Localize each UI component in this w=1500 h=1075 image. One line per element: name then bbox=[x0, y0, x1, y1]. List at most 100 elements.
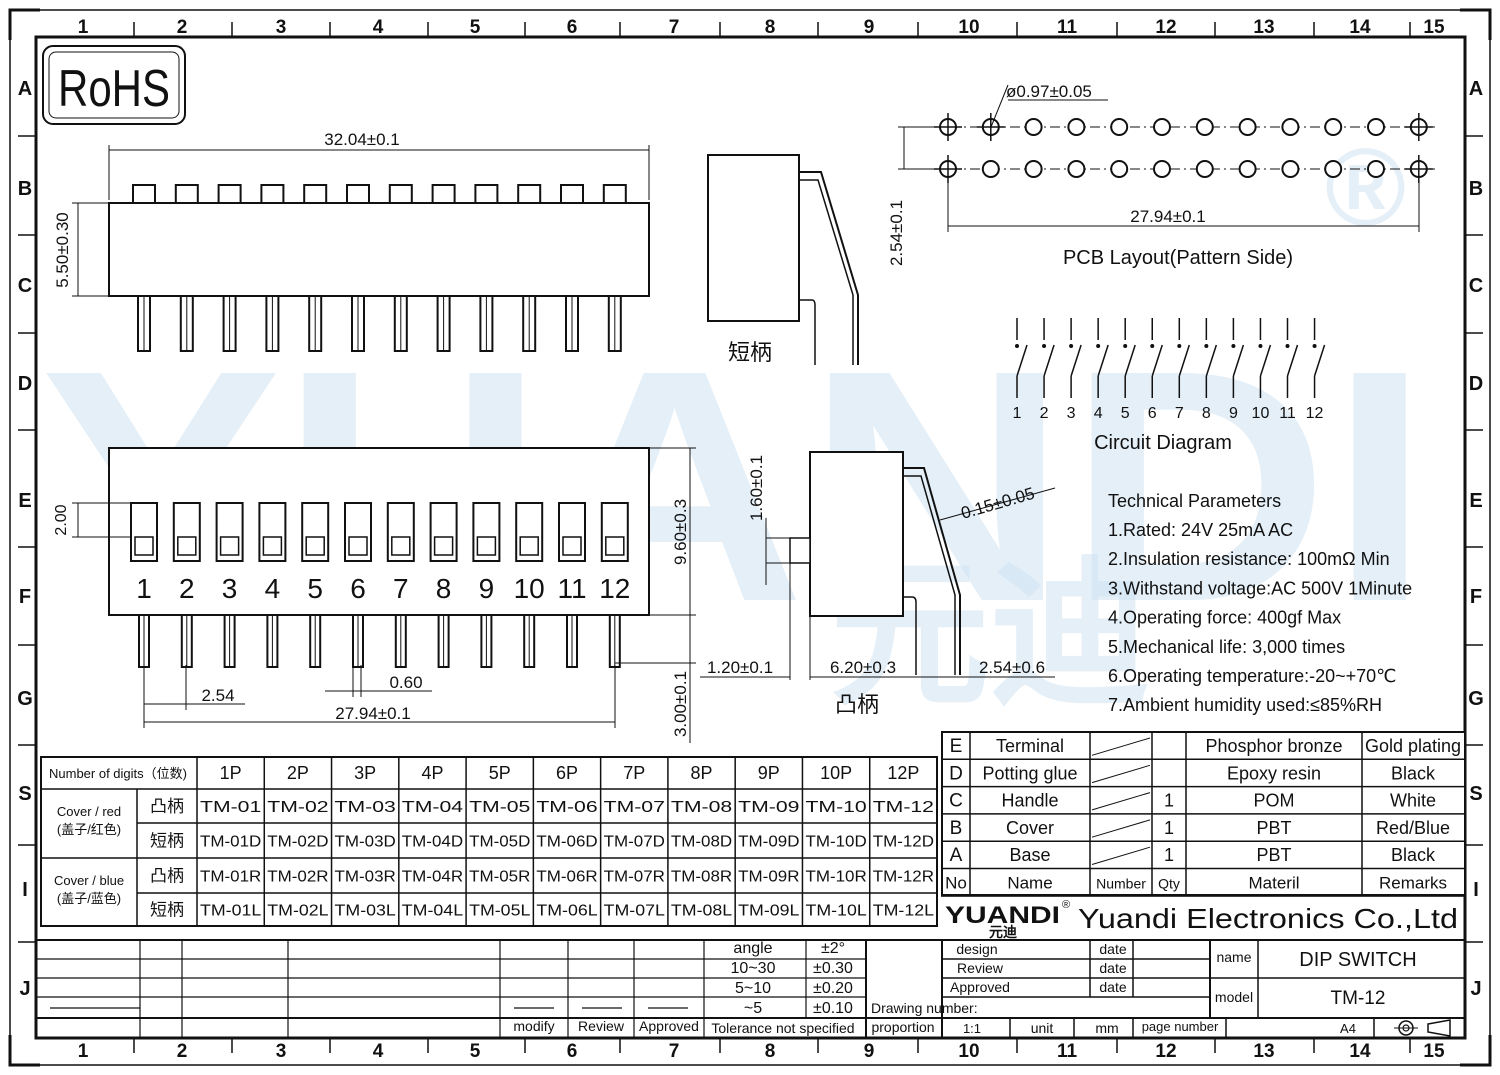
model-cell: TM-03L bbox=[335, 903, 396, 920]
title-design: design bbox=[956, 941, 997, 957]
top-pins bbox=[137, 295, 622, 352]
column-label: 7 bbox=[669, 1041, 680, 1062]
pcb-hole bbox=[1110, 160, 1129, 178]
bom-name: Handle bbox=[1001, 791, 1058, 811]
circuit-label: 12 bbox=[1306, 405, 1324, 422]
circuit-label: 11 bbox=[1279, 405, 1296, 422]
model-cell: TM-06L bbox=[536, 903, 597, 920]
front-position-number: 10 bbox=[514, 573, 545, 604]
bom-header: Number bbox=[1096, 876, 1146, 892]
circuit-contact bbox=[1069, 344, 1074, 348]
circuit-contact bbox=[1204, 344, 1209, 348]
top-actuator bbox=[132, 184, 156, 204]
front-slider-knob bbox=[391, 536, 411, 556]
outer-frame bbox=[9, 9, 1491, 1066]
bom-material: PBT bbox=[1256, 845, 1291, 865]
model-group-sub: (盖子/蓝色) bbox=[57, 891, 121, 906]
model-cell: TM-03D bbox=[335, 834, 396, 851]
title-drawing-number: Drawing number: bbox=[871, 1000, 978, 1016]
front-position-number: 4 bbox=[265, 573, 281, 604]
row-label: E bbox=[18, 490, 31, 512]
tolerance-value: ±0.10 bbox=[813, 1000, 853, 1017]
top-actuator bbox=[602, 184, 627, 204]
column-label: 1 bbox=[78, 1041, 89, 1062]
company-logo-cn: 元迪 bbox=[989, 924, 1017, 940]
pcb-hole bbox=[1153, 118, 1171, 136]
circuit-contact bbox=[1312, 344, 1317, 348]
model-table-col: 6P bbox=[556, 763, 578, 783]
model-row-type: 短柄 bbox=[150, 832, 184, 851]
pcb-hole bbox=[1367, 118, 1385, 136]
tolerance-caption: Tolerance not specified bbox=[711, 1020, 854, 1036]
column-label: 12 bbox=[1155, 1041, 1176, 1062]
row-label: S bbox=[1469, 783, 1482, 805]
corner-marks bbox=[8, 8, 1492, 1067]
model-cell: TM-01R bbox=[200, 869, 261, 886]
circuit-label: 6 bbox=[1148, 405, 1157, 422]
side-view-raised: 1.60±0.1 0.15±0.05 1.20±0.1 6.20±0.3 2.5… bbox=[700, 451, 1056, 717]
bom-number-slash bbox=[1091, 819, 1151, 838]
pcb-hole bbox=[1110, 118, 1129, 136]
bom-material: POM bbox=[1253, 791, 1294, 811]
title-paper: A4 bbox=[1340, 1021, 1356, 1036]
model-row-type: 凸柄 bbox=[150, 797, 184, 816]
circuit-label: 5 bbox=[1121, 405, 1130, 422]
bom-remarks: Black bbox=[1391, 845, 1436, 865]
top-height-dim: 5.50±0.30 bbox=[53, 212, 72, 288]
title-approved: Approved bbox=[950, 979, 1010, 995]
tolerance-block: angle±2°10~30±0.305~10±0.20~5±0.10Tolera… bbox=[36, 939, 942, 1038]
circuit-contact bbox=[1096, 344, 1101, 348]
circuit-switch-blade bbox=[1097, 344, 1109, 377]
pcb-hole bbox=[1067, 160, 1086, 178]
model-cell: TM-04L bbox=[402, 903, 463, 920]
circuit-switch-blade bbox=[1016, 344, 1028, 377]
front-position-number: 1 bbox=[136, 573, 152, 604]
column-label: 6 bbox=[567, 1041, 578, 1062]
title-model-label: model bbox=[1215, 989, 1253, 1005]
model-cell: TM-05 bbox=[469, 799, 530, 816]
circuit-switch-blade bbox=[1124, 344, 1136, 377]
bom-number-slash bbox=[1091, 792, 1151, 811]
model-cell: TM-12L bbox=[873, 903, 934, 920]
model-cell: TM-10 bbox=[805, 799, 866, 816]
raised-pin-dim: 2.54±0.6 bbox=[979, 658, 1045, 677]
model-table-col: 10P bbox=[820, 763, 852, 783]
tolerance-modify: modify bbox=[513, 1018, 554, 1034]
model-table-col: 4P bbox=[421, 763, 443, 783]
model-cell: TM-06R bbox=[536, 869, 597, 886]
row-label: B bbox=[18, 178, 32, 200]
column-label: 2 bbox=[177, 17, 188, 38]
title-date: date bbox=[1099, 941, 1126, 957]
model-cell: TM-07L bbox=[604, 903, 665, 920]
bom-remarks: White bbox=[1390, 791, 1436, 811]
model-cell: TM-07 bbox=[604, 799, 665, 816]
top-actuator bbox=[217, 184, 242, 204]
model-cell: TM-08L bbox=[671, 903, 732, 920]
bom-number-slash bbox=[1091, 764, 1151, 784]
circuit-switch-blade bbox=[1313, 344, 1326, 377]
tolerance-value: ±0.20 bbox=[813, 980, 853, 997]
bom-material: PBT bbox=[1256, 818, 1291, 838]
column-label: 12 bbox=[1155, 17, 1176, 38]
short-handle-label: 短柄 bbox=[728, 340, 772, 365]
row-label: G bbox=[1468, 688, 1484, 710]
column-label: 6 bbox=[567, 17, 578, 38]
pcb-hole bbox=[1281, 160, 1300, 178]
column-label: 5 bbox=[470, 1041, 481, 1062]
column-label: 13 bbox=[1253, 17, 1274, 38]
model-table-col: 3P bbox=[354, 763, 376, 783]
row-label: J bbox=[19, 978, 30, 1000]
circuit-switch-blade bbox=[1043, 344, 1055, 377]
column-label: 5 bbox=[470, 17, 481, 38]
front-slider-knob bbox=[348, 536, 368, 556]
bom-header: Name bbox=[1007, 874, 1052, 893]
tolerance-value: ±2° bbox=[821, 940, 845, 957]
bom-number-slash bbox=[1091, 846, 1151, 865]
model-cell: TM-06D bbox=[536, 834, 597, 851]
front-slider-knob bbox=[562, 536, 582, 556]
circuit-label: 7 bbox=[1175, 405, 1184, 422]
bom-no: A bbox=[950, 845, 963, 866]
